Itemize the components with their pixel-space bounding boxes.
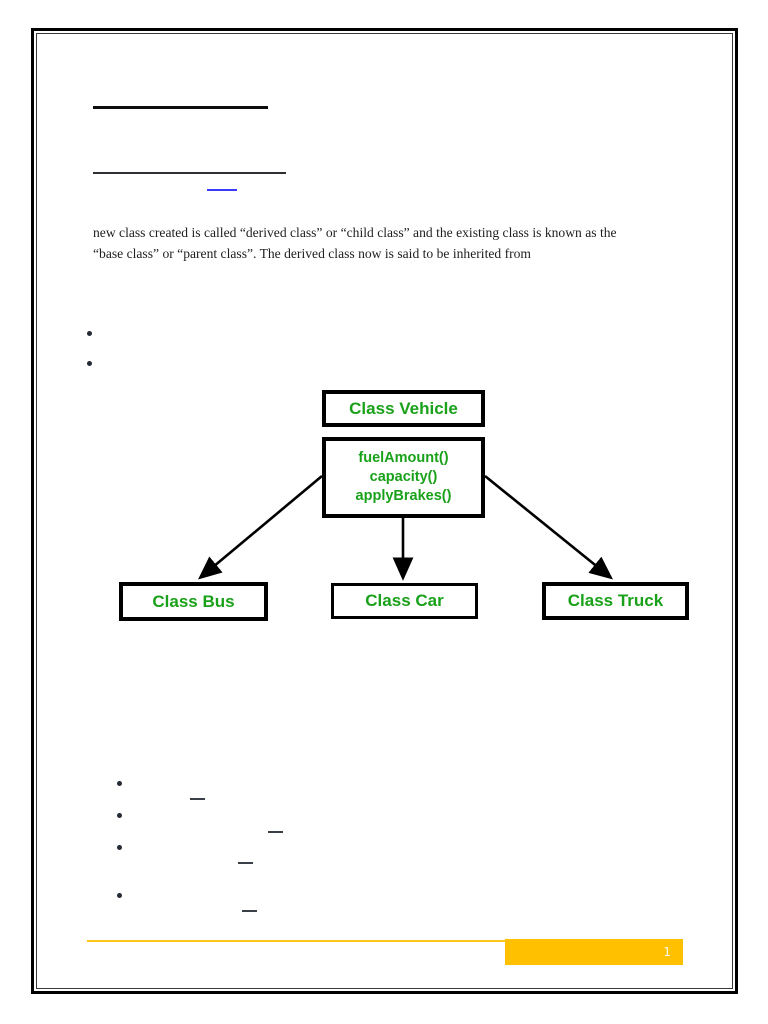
paragraph-line-1: new class created is called “derived cla… [93, 225, 617, 240]
class-bus-label: Class Bus [152, 591, 235, 611]
bullet-point [87, 331, 92, 336]
class-vehicle-label: Class Vehicle [349, 398, 458, 418]
redacted-heading-rule-1 [93, 106, 268, 109]
method-applybrakes: applyBrakes() [355, 488, 452, 504]
bullet-point [117, 845, 122, 850]
class-car-label: Class Car [365, 591, 444, 610]
method-fuelamount: fuelAmount() [358, 450, 449, 466]
paragraph: new class created is called “derived cla… [93, 222, 685, 264]
class-bus-box: Class Bus [119, 582, 268, 621]
class-truck-box: Class Truck [542, 582, 689, 620]
redacted-word-underline [268, 831, 283, 833]
document-page: new class created is called “derived cla… [31, 28, 738, 994]
class-vehicle-box: Class Vehicle [322, 390, 485, 427]
redacted-heading-rule-2 [93, 172, 286, 174]
hyperlink-underline[interactable] [207, 189, 237, 191]
class-car-box: Class Car [331, 583, 478, 619]
page-number: 1 [663, 945, 671, 959]
page-number-badge: 1 [505, 939, 683, 965]
footer-rule [87, 940, 506, 942]
redacted-word-underline [190, 798, 205, 800]
redacted-word-underline [242, 910, 257, 912]
bullet-point [117, 813, 122, 818]
class-truck-label: Class Truck [567, 591, 664, 610]
bullet-point [117, 893, 122, 898]
bullet-point [87, 361, 92, 366]
vehicle-methods-box: fuelAmount() capacity() applyBrakes() [322, 437, 485, 518]
method-capacity: capacity() [369, 469, 438, 485]
bullet-point [117, 781, 122, 786]
paragraph-line-2: “base class” or “parent class”. The deri… [93, 246, 531, 261]
redacted-word-underline [238, 862, 253, 864]
